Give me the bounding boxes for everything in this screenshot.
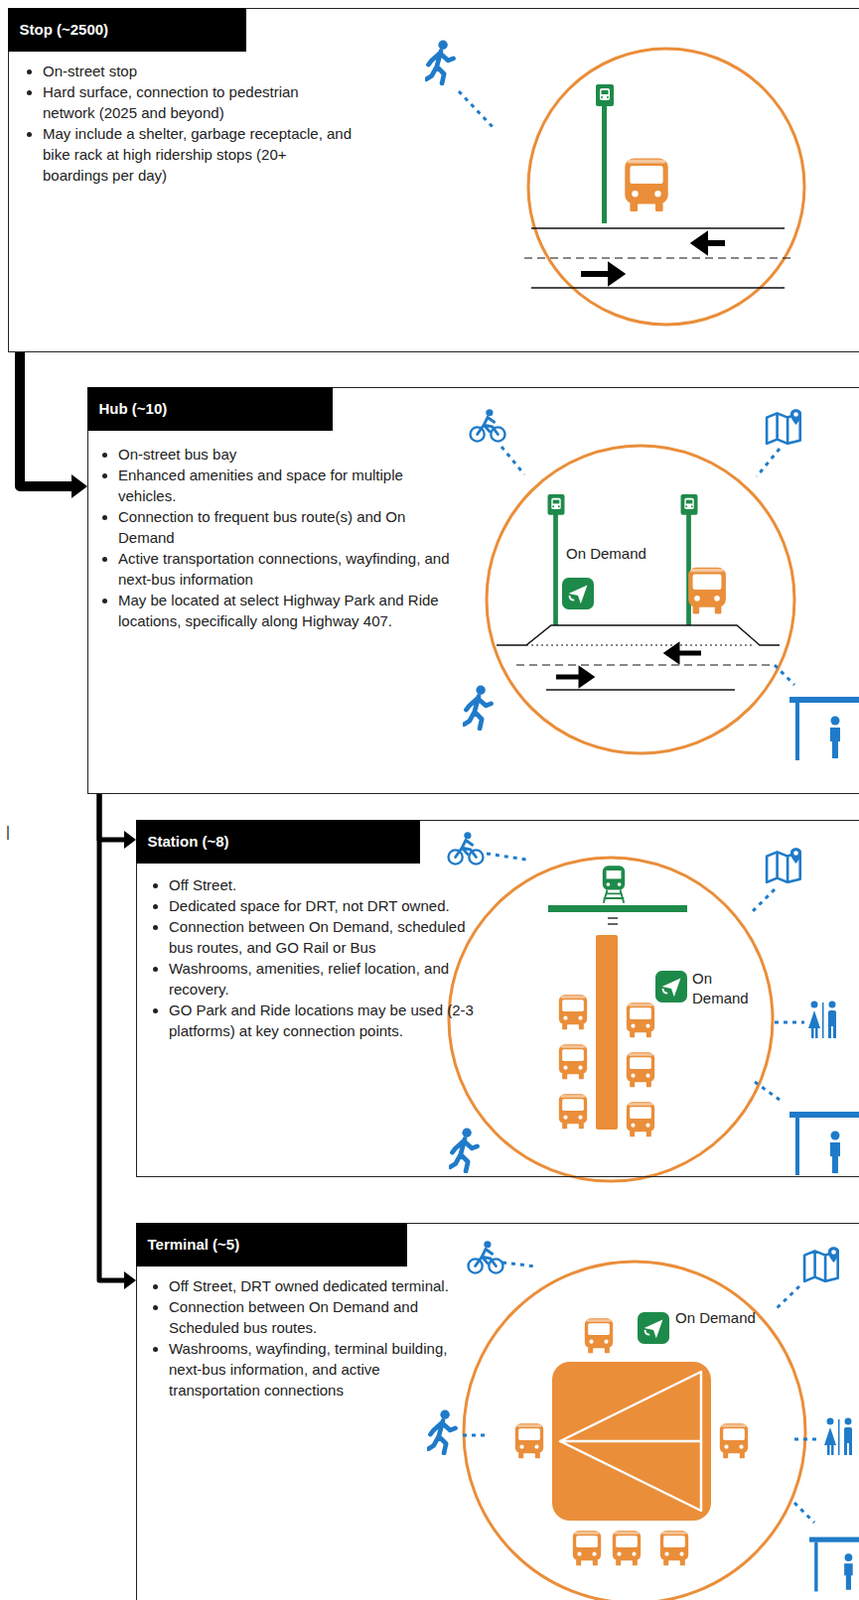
bullet-text: Enhanced amenities and space for multipl…: [118, 464, 461, 507]
bullet-text: On-street stop: [42, 60, 353, 82]
flow-arrow: [19, 351, 88, 499]
bullet-text: Connection between On Demand and Schedul…: [168, 1296, 459, 1339]
bullet-text: GO Park and Ride locations may be used (…: [168, 1000, 485, 1042]
panel-heading: Hub (~10): [87, 387, 333, 431]
on-demand-label: On Demand: [566, 544, 676, 565]
bullet-text: Connection between On Demand, scheduled …: [168, 916, 485, 959]
on-demand-label: On Demand: [675, 1308, 765, 1329]
station-illustration: [448, 832, 859, 1182]
bullet-text: Off Street.: [168, 874, 485, 896]
terminal-illustration: [428, 1241, 859, 1600]
bullet-list: On-street stopHard surface, connection t…: [20, 60, 353, 186]
bullet-text: May be located at select Highway Park an…: [118, 589, 461, 632]
station-panel: Station (~8) Off Street.Dedicated space f…: [136, 820, 859, 1178]
on-demand-label: On Demand: [692, 969, 754, 1009]
terminal-panel: Terminal (~5) Off Street, DRT owned dedic…: [136, 1223, 859, 1600]
flow-arrow: [99, 793, 137, 850]
bullet-text: Off Street, DRT owned dedicated terminal…: [168, 1276, 459, 1297]
stray-mark: |: [5, 822, 16, 843]
hub-illustration: [463, 409, 859, 761]
bullet-text: Washrooms, amenities, relief location, a…: [168, 958, 485, 1001]
panel-heading: Station (~8): [136, 820, 421, 864]
bullet-text: May include a shelter, garbage receptacl…: [42, 123, 353, 186]
flow-arrow: [99, 793, 137, 1290]
bullet-text: Active transportation connections, wayfi…: [118, 548, 461, 590]
stop-panel: Stop (~2500) On-street stopHard surface, …: [7, 7, 859, 353]
panel-heading: Terminal (~5): [136, 1223, 408, 1268]
bullet-text: On-street bus bay: [118, 443, 461, 465]
bullet-text: Hard surface, connection to pedestrian n…: [42, 81, 353, 124]
bullet-list: Off Street.Dedicated space for DRT, not …: [146, 874, 485, 1042]
stop-illustration: [426, 40, 805, 325]
bullet-list: On-street bus bayEnhanced amenities and …: [96, 443, 461, 632]
panel-heading: Stop (~2500): [7, 7, 247, 52]
hub-panel: Hub (~10) On-street bus bayEnhanced ameni…: [87, 387, 859, 795]
bullet-text: Dedicated space for DRT, not DRT owned.: [168, 895, 485, 917]
bullet-text: Connection to frequent bus route(s) and …: [118, 506, 461, 549]
bullet-list: Off Street, DRT owned dedicated terminal…: [146, 1276, 459, 1402]
bullet-text: Washrooms, wayfinding, terminal building…: [168, 1338, 459, 1402]
